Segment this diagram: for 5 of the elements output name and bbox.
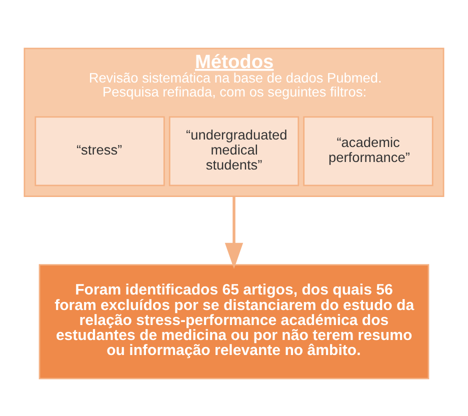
node-box: Foram identificados 65 artigos, dos quais 56 foram excluídos por se distanciarem do estudo da relação stress-performance académica dos estudantes de medicina ou por não terem resumo ou informação relevante no âmbito. <box>38 264 430 380</box>
arrow <box>224 196 244 269</box>
node-box: “undergraduated medical students” <box>168 116 300 186</box>
node-box: “academic performance” <box>303 116 434 186</box>
node-box: “stress” <box>34 116 165 186</box>
